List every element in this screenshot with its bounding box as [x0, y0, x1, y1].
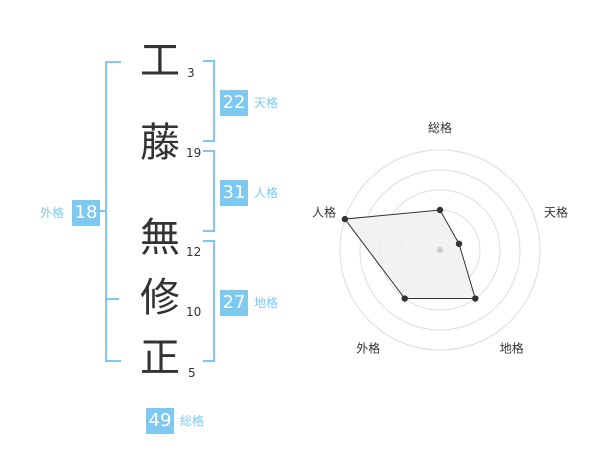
radar-axis-label-4: 外格 [356, 341, 380, 356]
radar-point-5 [341, 215, 349, 223]
name-char-2: 藤 [140, 120, 180, 166]
soukaku-value: 49 [146, 408, 174, 434]
gaikaku-bracket-tick [105, 298, 119, 300]
gaikaku-bracket-stub [96, 210, 105, 212]
radar-axis-label-5: 人格 [312, 204, 336, 219]
radar-point-3 [472, 295, 479, 302]
jinkaku-bracket [203, 150, 215, 232]
stroke-count-1: 3 [187, 66, 195, 80]
radar-axis-label-3: 地格 [500, 341, 524, 356]
radar-point-1 [436, 206, 444, 214]
radar-grid-ring-5 [339, 149, 541, 351]
radar-point-4 [401, 295, 408, 302]
chikaku-value: 27 [220, 290, 248, 316]
gaikaku-label: 外格 [40, 206, 65, 220]
jinkaku-value: 31 [220, 180, 248, 206]
name-char-3: 無 [140, 215, 180, 261]
stroke-count-2: 19 [186, 146, 202, 160]
name-char-5: 正 [140, 335, 180, 381]
radar-center-dot [437, 247, 443, 253]
chikaku-bracket [203, 240, 215, 362]
name-char-1: 工 [140, 38, 180, 84]
stroke-count-4: 10 [186, 305, 202, 319]
soukaku-label: 総格 [180, 414, 205, 428]
tenkaku-bracket [203, 60, 215, 142]
radar-axis-label-2: 天格 [544, 204, 568, 219]
gaikaku-bracket [105, 61, 121, 362]
radar-value-polygon [343, 209, 476, 300]
name-char-4: 修 [140, 275, 180, 321]
radar-axis-label-1: 総格 [428, 120, 452, 135]
gaikaku-value: 18 [72, 200, 100, 226]
tenkaku-value: 22 [220, 90, 248, 116]
radar-point-2 [455, 240, 463, 248]
stroke-count-5: 5 [188, 366, 196, 380]
stroke-count-3: 12 [186, 245, 202, 259]
radar-grid-ring-4 [359, 169, 521, 331]
jinkaku-label: 人格 [254, 186, 279, 200]
chikaku-label: 地格 [254, 296, 279, 310]
tenkaku-label: 天格 [254, 96, 279, 110]
